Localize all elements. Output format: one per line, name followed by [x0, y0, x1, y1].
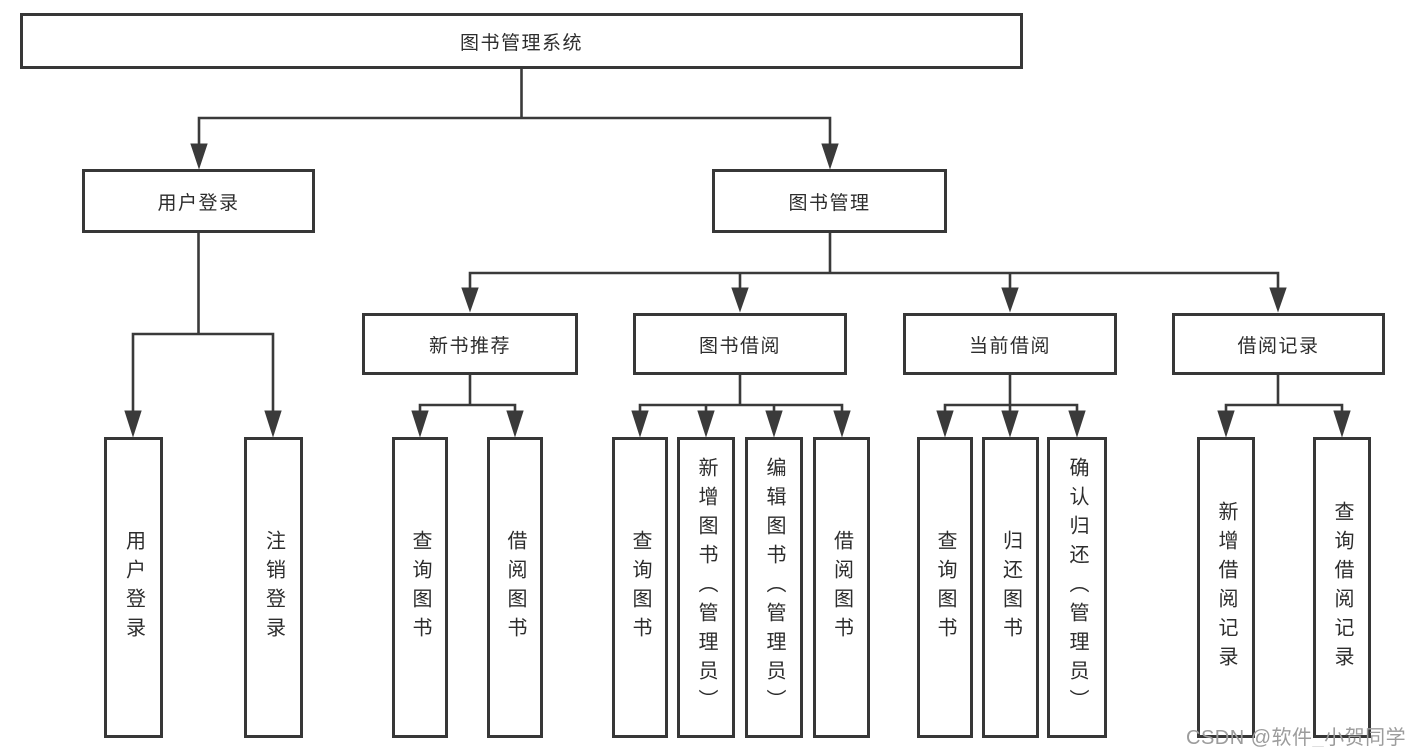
- arrowhead-leaf-user-login: [124, 410, 142, 438]
- arrowhead-borrow-books-2: [833, 410, 851, 438]
- leaf-borrow-books-recommend: 借阅图书: [487, 437, 543, 738]
- connector-recommend-branch: [418, 403, 517, 414]
- node-book-borrow: 图书借阅: [633, 313, 847, 375]
- arrowhead-current-borrow: [1001, 287, 1019, 313]
- arrowhead-query-books-2: [631, 410, 649, 438]
- arrowhead-add-borrow-record: [1217, 410, 1235, 438]
- node-borrow-records: 借阅记录: [1172, 313, 1385, 375]
- connector-root-branch: [197, 116, 832, 146]
- node-book-management: 图书管理: [712, 169, 947, 233]
- leaf-edit-book-admin: 编辑图书（管理员）: [745, 437, 803, 738]
- leaf-user-login: 用户登录: [104, 437, 163, 738]
- connector-current-branch: [943, 403, 1079, 414]
- node-borrow-records-label: 借阅记录: [1237, 335, 1320, 357]
- node-current-borrow-label: 当前借阅: [968, 335, 1051, 357]
- arrowhead-query-borrow-record: [1333, 410, 1351, 438]
- arrowhead-edit-book: [765, 410, 783, 438]
- connector-user-login-branch: [131, 332, 275, 413]
- arrowhead-book-borrow: [731, 287, 749, 313]
- connector-book-mgmt-branch: [468, 271, 1280, 290]
- leaf-logout-label: 注销登录: [262, 529, 285, 646]
- leaf-user-login-label: 用户登录: [122, 529, 145, 646]
- leaf-add-borrow-record-label: 新增借阅记录: [1215, 500, 1237, 675]
- leaf-add-borrow-record: 新增借阅记录: [1197, 437, 1255, 738]
- arrowhead-confirm-return: [1068, 410, 1086, 438]
- node-current-borrow: 当前借阅: [903, 313, 1117, 375]
- arrowhead-return-book: [1001, 410, 1019, 438]
- leaf-add-book-admin: 新增图书（管理员）: [677, 437, 735, 738]
- csdn-watermark: CSDN @软件_小贺同学: [1186, 727, 1405, 747]
- leaf-query-books-recommend: 查询图书: [392, 437, 448, 738]
- leaf-edit-book-admin-label: 编辑图书（管理员）: [763, 457, 785, 718]
- leaf-borrow-books-borrow-label: 借阅图书: [830, 529, 853, 646]
- leaf-query-books-borrow: 查询图书: [612, 437, 668, 738]
- arrowhead-new-book-recommend: [461, 287, 479, 313]
- node-book-borrow-label: 图书借阅: [698, 335, 781, 357]
- leaf-return-book: 归还图书: [982, 437, 1039, 738]
- arrowhead-user-login: [190, 143, 208, 170]
- leaf-query-books-current-label: 查询图书: [934, 529, 956, 646]
- leaf-query-borrow-record-label: 查询借阅记录: [1331, 500, 1353, 675]
- leaf-return-book-label: 归还图书: [999, 529, 1022, 646]
- leaf-query-books-borrow-label: 查询图书: [629, 529, 651, 646]
- node-book-management-label: 图书管理: [788, 192, 871, 214]
- leaf-borrow-books-recommend-label: 借阅图书: [504, 529, 526, 646]
- leaf-query-books-current: 查询图书: [917, 437, 973, 738]
- leaf-borrow-books-borrow: 借阅图书: [813, 437, 870, 738]
- arrowhead-borrow-books-1: [506, 410, 524, 438]
- connector-records-branch: [1224, 403, 1344, 414]
- leaf-query-borrow-record: 查询借阅记录: [1313, 437, 1371, 738]
- leaf-logout: 注销登录: [244, 437, 303, 738]
- node-user-login: 用户登录: [82, 169, 315, 233]
- node-root-system: 图书管理系统: [20, 13, 1023, 69]
- arrowhead-query-books-1: [411, 410, 429, 438]
- arrowhead-book-management: [821, 143, 839, 170]
- leaf-confirm-return-admin-label: 确认归还（管理员）: [1066, 457, 1088, 718]
- leaf-add-book-admin-label: 新增图书（管理员）: [695, 457, 717, 718]
- node-user-login-label: 用户登录: [157, 192, 240, 214]
- arrowhead-add-book: [697, 410, 715, 438]
- leaf-confirm-return-admin: 确认归还（管理员）: [1047, 437, 1107, 738]
- leaf-query-books-recommend-label: 查询图书: [409, 529, 431, 646]
- arrowhead-leaf-logout: [264, 410, 282, 438]
- connector-borrow-branch: [638, 403, 844, 414]
- node-new-book-recommend: 新书推荐: [362, 313, 578, 375]
- node-new-book-recommend-label: 新书推荐: [428, 335, 511, 357]
- arrowhead-borrow-records: [1269, 287, 1287, 313]
- arrowhead-query-books-3: [936, 410, 954, 438]
- node-root-system-label: 图书管理系统: [459, 32, 583, 54]
